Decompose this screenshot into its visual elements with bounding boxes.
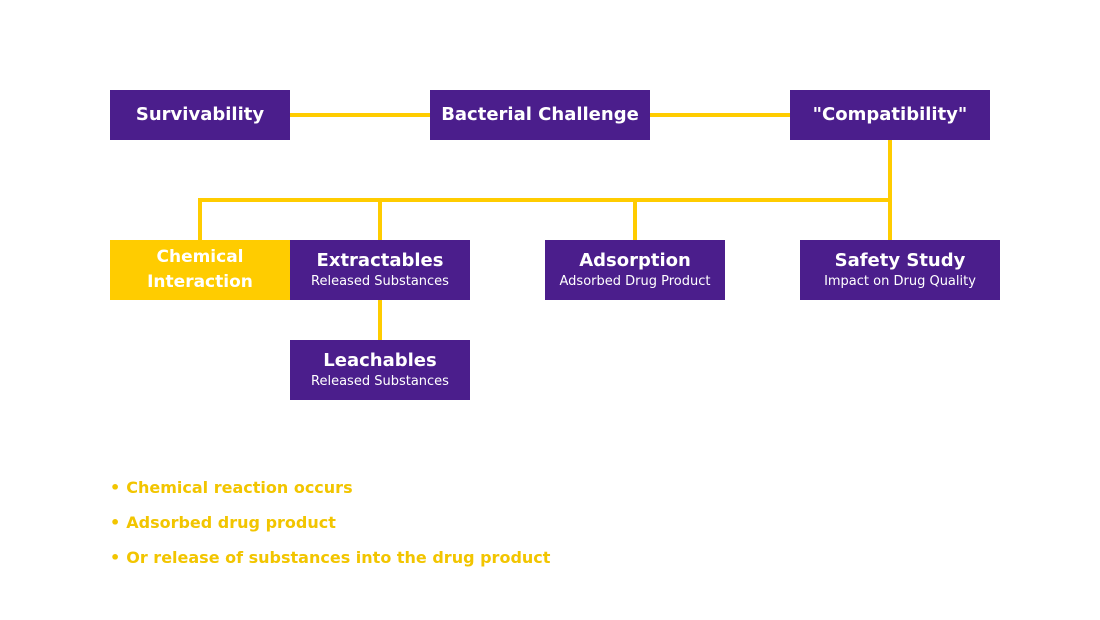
- bullet-dot-icon: •: [110, 478, 121, 497]
- node-leachables-label: Leachables: [323, 350, 437, 371]
- node-chemical-interaction-label: Chemical Interaction: [147, 247, 253, 292]
- node-survivability: Survivability: [110, 90, 290, 140]
- node-safety-study: Safety Study Impact on Drug Quality: [800, 240, 1000, 300]
- bullet-item: • Chemical reaction occurs: [110, 477, 550, 499]
- node-safety-study-sublabel: Impact on Drug Quality: [824, 274, 976, 289]
- node-adsorption: Adsorption Adsorbed Drug Product: [545, 240, 725, 300]
- node-leachables-sublabel: Released Substances: [311, 374, 449, 389]
- bullet-dot-icon: •: [110, 513, 121, 532]
- node-compatibility: "Compatibility": [790, 90, 990, 140]
- bullet-list: • Chemical reaction occurs • Adsorbed drug…: [110, 477, 550, 582]
- node-bacterial-challenge-label: Bacterial Challenge: [441, 104, 639, 125]
- node-compatibility-label: "Compatibility": [812, 104, 968, 125]
- bullet-text: Or release of substances into the drug p…: [126, 548, 551, 567]
- bullet-item: • Or release of substances into the drug …: [110, 547, 550, 569]
- node-extractables-label: Extractables: [316, 250, 444, 271]
- node-extractables: Extractables Released Substances: [290, 240, 470, 300]
- node-adsorption-sublabel: Adsorbed Drug Product: [559, 274, 711, 289]
- node-bacterial-challenge: Bacterial Challenge: [430, 90, 650, 140]
- node-safety-study-label: Safety Study: [834, 250, 966, 271]
- bullet-item: • Adsorbed drug product: [110, 512, 550, 534]
- bullet-dot-icon: •: [110, 548, 121, 567]
- node-survivability-label: Survivability: [135, 104, 265, 125]
- node-chemical-interaction: Chemical Interaction: [110, 240, 290, 300]
- bullet-text: Chemical reaction occurs: [126, 478, 353, 497]
- bullet-text: Adsorbed drug product: [126, 513, 336, 532]
- node-extractables-sublabel: Released Substances: [311, 274, 449, 289]
- node-leachables: Leachables Released Substances: [290, 340, 470, 400]
- node-adsorption-label: Adsorption: [579, 250, 691, 271]
